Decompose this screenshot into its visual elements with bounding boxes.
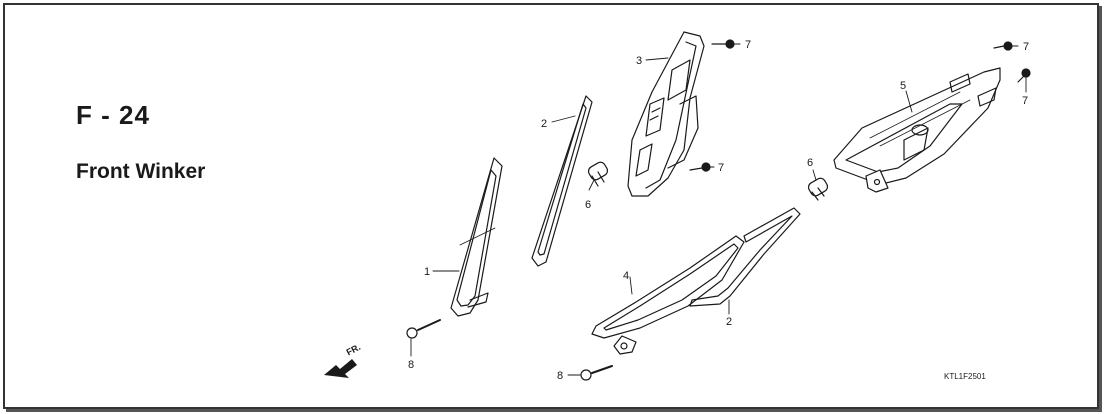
- callout-7-a: 7: [745, 39, 751, 51]
- diagram-frame: [3, 3, 1099, 409]
- leader-lines: [410, 43, 1027, 376]
- callout-3: 3: [636, 55, 642, 67]
- part-3-winker-housing: [627, 31, 705, 197]
- callout-1: 1: [424, 266, 430, 278]
- front-direction-label: FR.: [345, 342, 362, 358]
- callout-6-right: 6: [807, 157, 813, 169]
- callout-7-d: 7: [1022, 95, 1028, 107]
- part-5-winker-housing: [833, 67, 1001, 193]
- callout-8-bottom: 8: [557, 370, 563, 382]
- part-6-bulb-left: [587, 161, 609, 187]
- part-8-screw-left: [406, 319, 441, 339]
- callout-6-left: 6: [585, 199, 591, 211]
- callout-5: 5: [900, 80, 906, 92]
- part-6-bulb-right: [807, 177, 829, 201]
- figure-code: F - 24: [76, 100, 150, 130]
- callout-2-lower: 2: [726, 316, 732, 328]
- callout-7-c: 7: [1023, 41, 1029, 53]
- part-7-screw-b: [689, 162, 711, 172]
- callout-2-upper: 2: [541, 118, 547, 130]
- figure-title: Front Winker: [76, 160, 206, 183]
- callout-7-b: 7: [718, 162, 724, 174]
- part-4-winker-lens: [591, 235, 745, 355]
- part-7-screw-c: [993, 41, 1013, 51]
- part-2-upper-seal: [531, 95, 593, 267]
- callout-4: 4: [623, 270, 629, 282]
- callout-8-left: 8: [408, 359, 414, 371]
- reference-code: KTL1F2501: [944, 372, 986, 381]
- part-7-screw-a: [711, 39, 735, 49]
- front-direction-arrow: [324, 359, 357, 378]
- part-1-winker-lens: [450, 157, 503, 317]
- part-2-lower-seal: [689, 207, 801, 307]
- part-7-screw-d: [1017, 68, 1031, 83]
- part-8-screw-bottom: [580, 365, 613, 381]
